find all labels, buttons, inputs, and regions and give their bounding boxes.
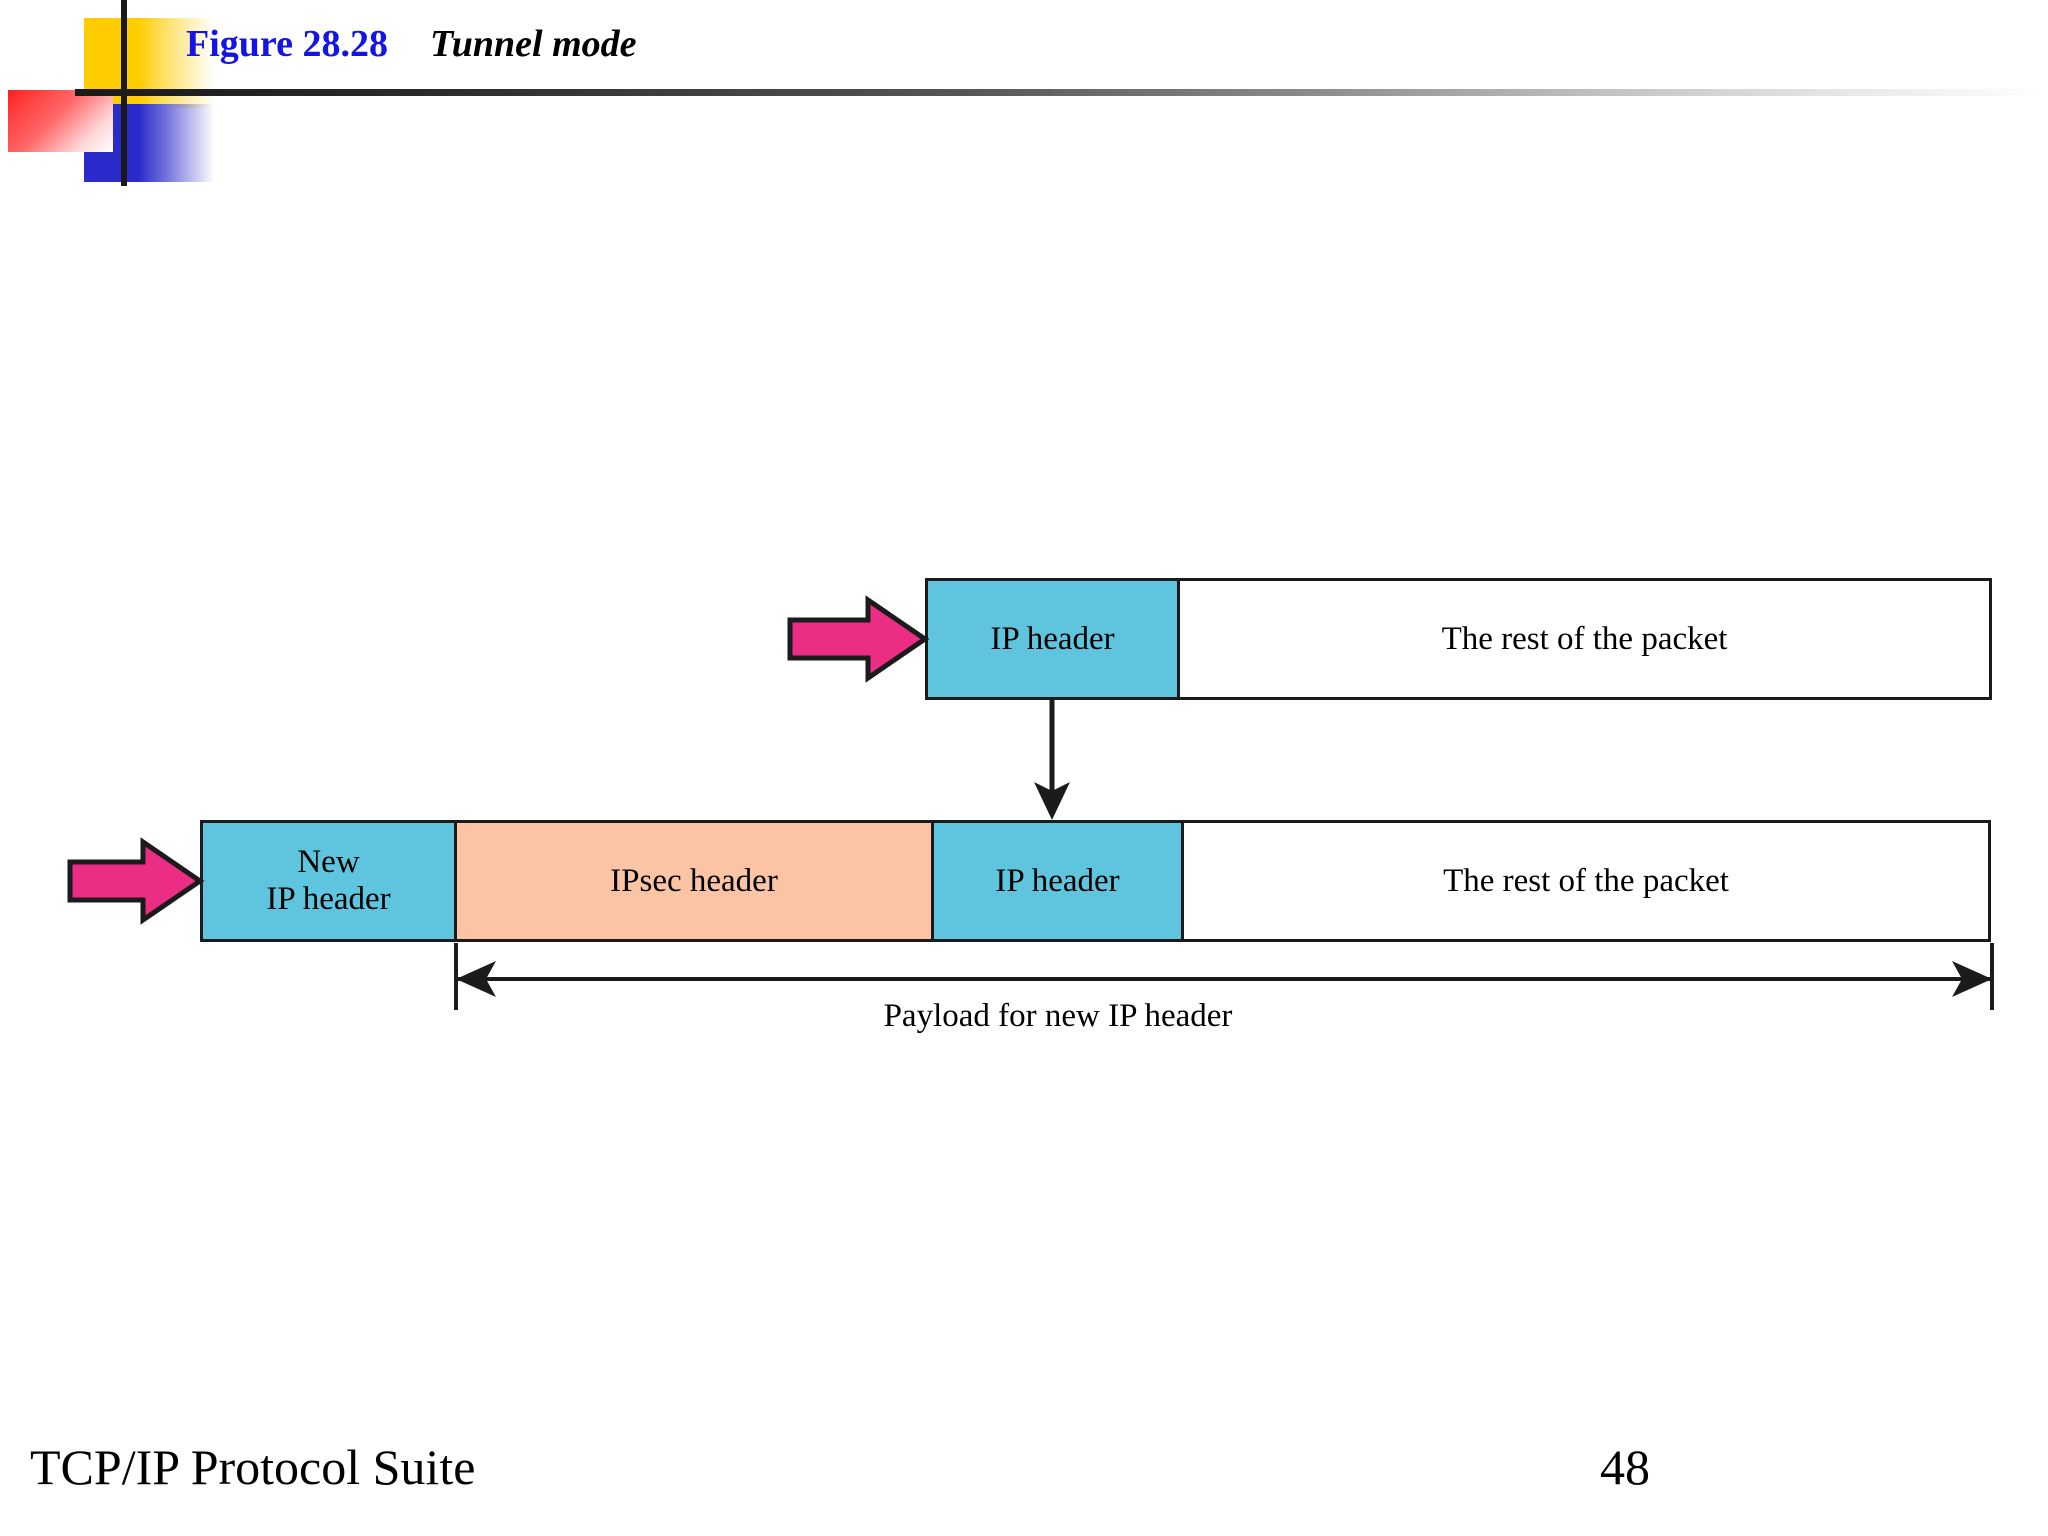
logo-red-square: [8, 90, 113, 152]
tunneled-packet-row: New IP header IPsec header IP header The…: [200, 820, 1991, 942]
page-title: Figure 28.28 Tunnel mode: [186, 22, 637, 66]
header-divider-rule: [75, 89, 2045, 96]
payload-dimension-label: Payload for new IP header: [0, 998, 2048, 1035]
slide-decoration-logo: [0, 0, 300, 200]
figure-name: Tunnel mode: [429, 23, 637, 65]
payload-dimension-text: Payload for new IP header: [883, 998, 1233, 1034]
payload-arrowhead-left: [456, 961, 496, 997]
bottom-cell-ip-header: IP header: [931, 820, 1184, 942]
top-left-flow-arrow: [787, 595, 930, 683]
bottom-cell-rest-of-packet: The rest of the packet: [1181, 820, 1991, 942]
bottom-cell-ipsec-header: IPsec header: [454, 820, 934, 942]
bottom-cell-new-ip-header: New IP header: [200, 820, 457, 942]
figure-number: Figure 28.28: [186, 23, 388, 65]
top-cell-rest-of-packet: The rest of the packet: [1177, 578, 1992, 700]
payload-arrowhead-right: [1952, 961, 1992, 997]
encapsulation-connector-arrowhead: [1034, 782, 1070, 820]
bottom-left-flow-arrow: [67, 837, 205, 925]
footer-book-title: TCP/IP Protocol Suite: [30, 1439, 476, 1495]
footer-page-number: 48: [1600, 1439, 1650, 1495]
top-cell-ip-header: IP header: [925, 578, 1180, 700]
original-packet-row: IP header The rest of the packet: [925, 578, 1992, 700]
